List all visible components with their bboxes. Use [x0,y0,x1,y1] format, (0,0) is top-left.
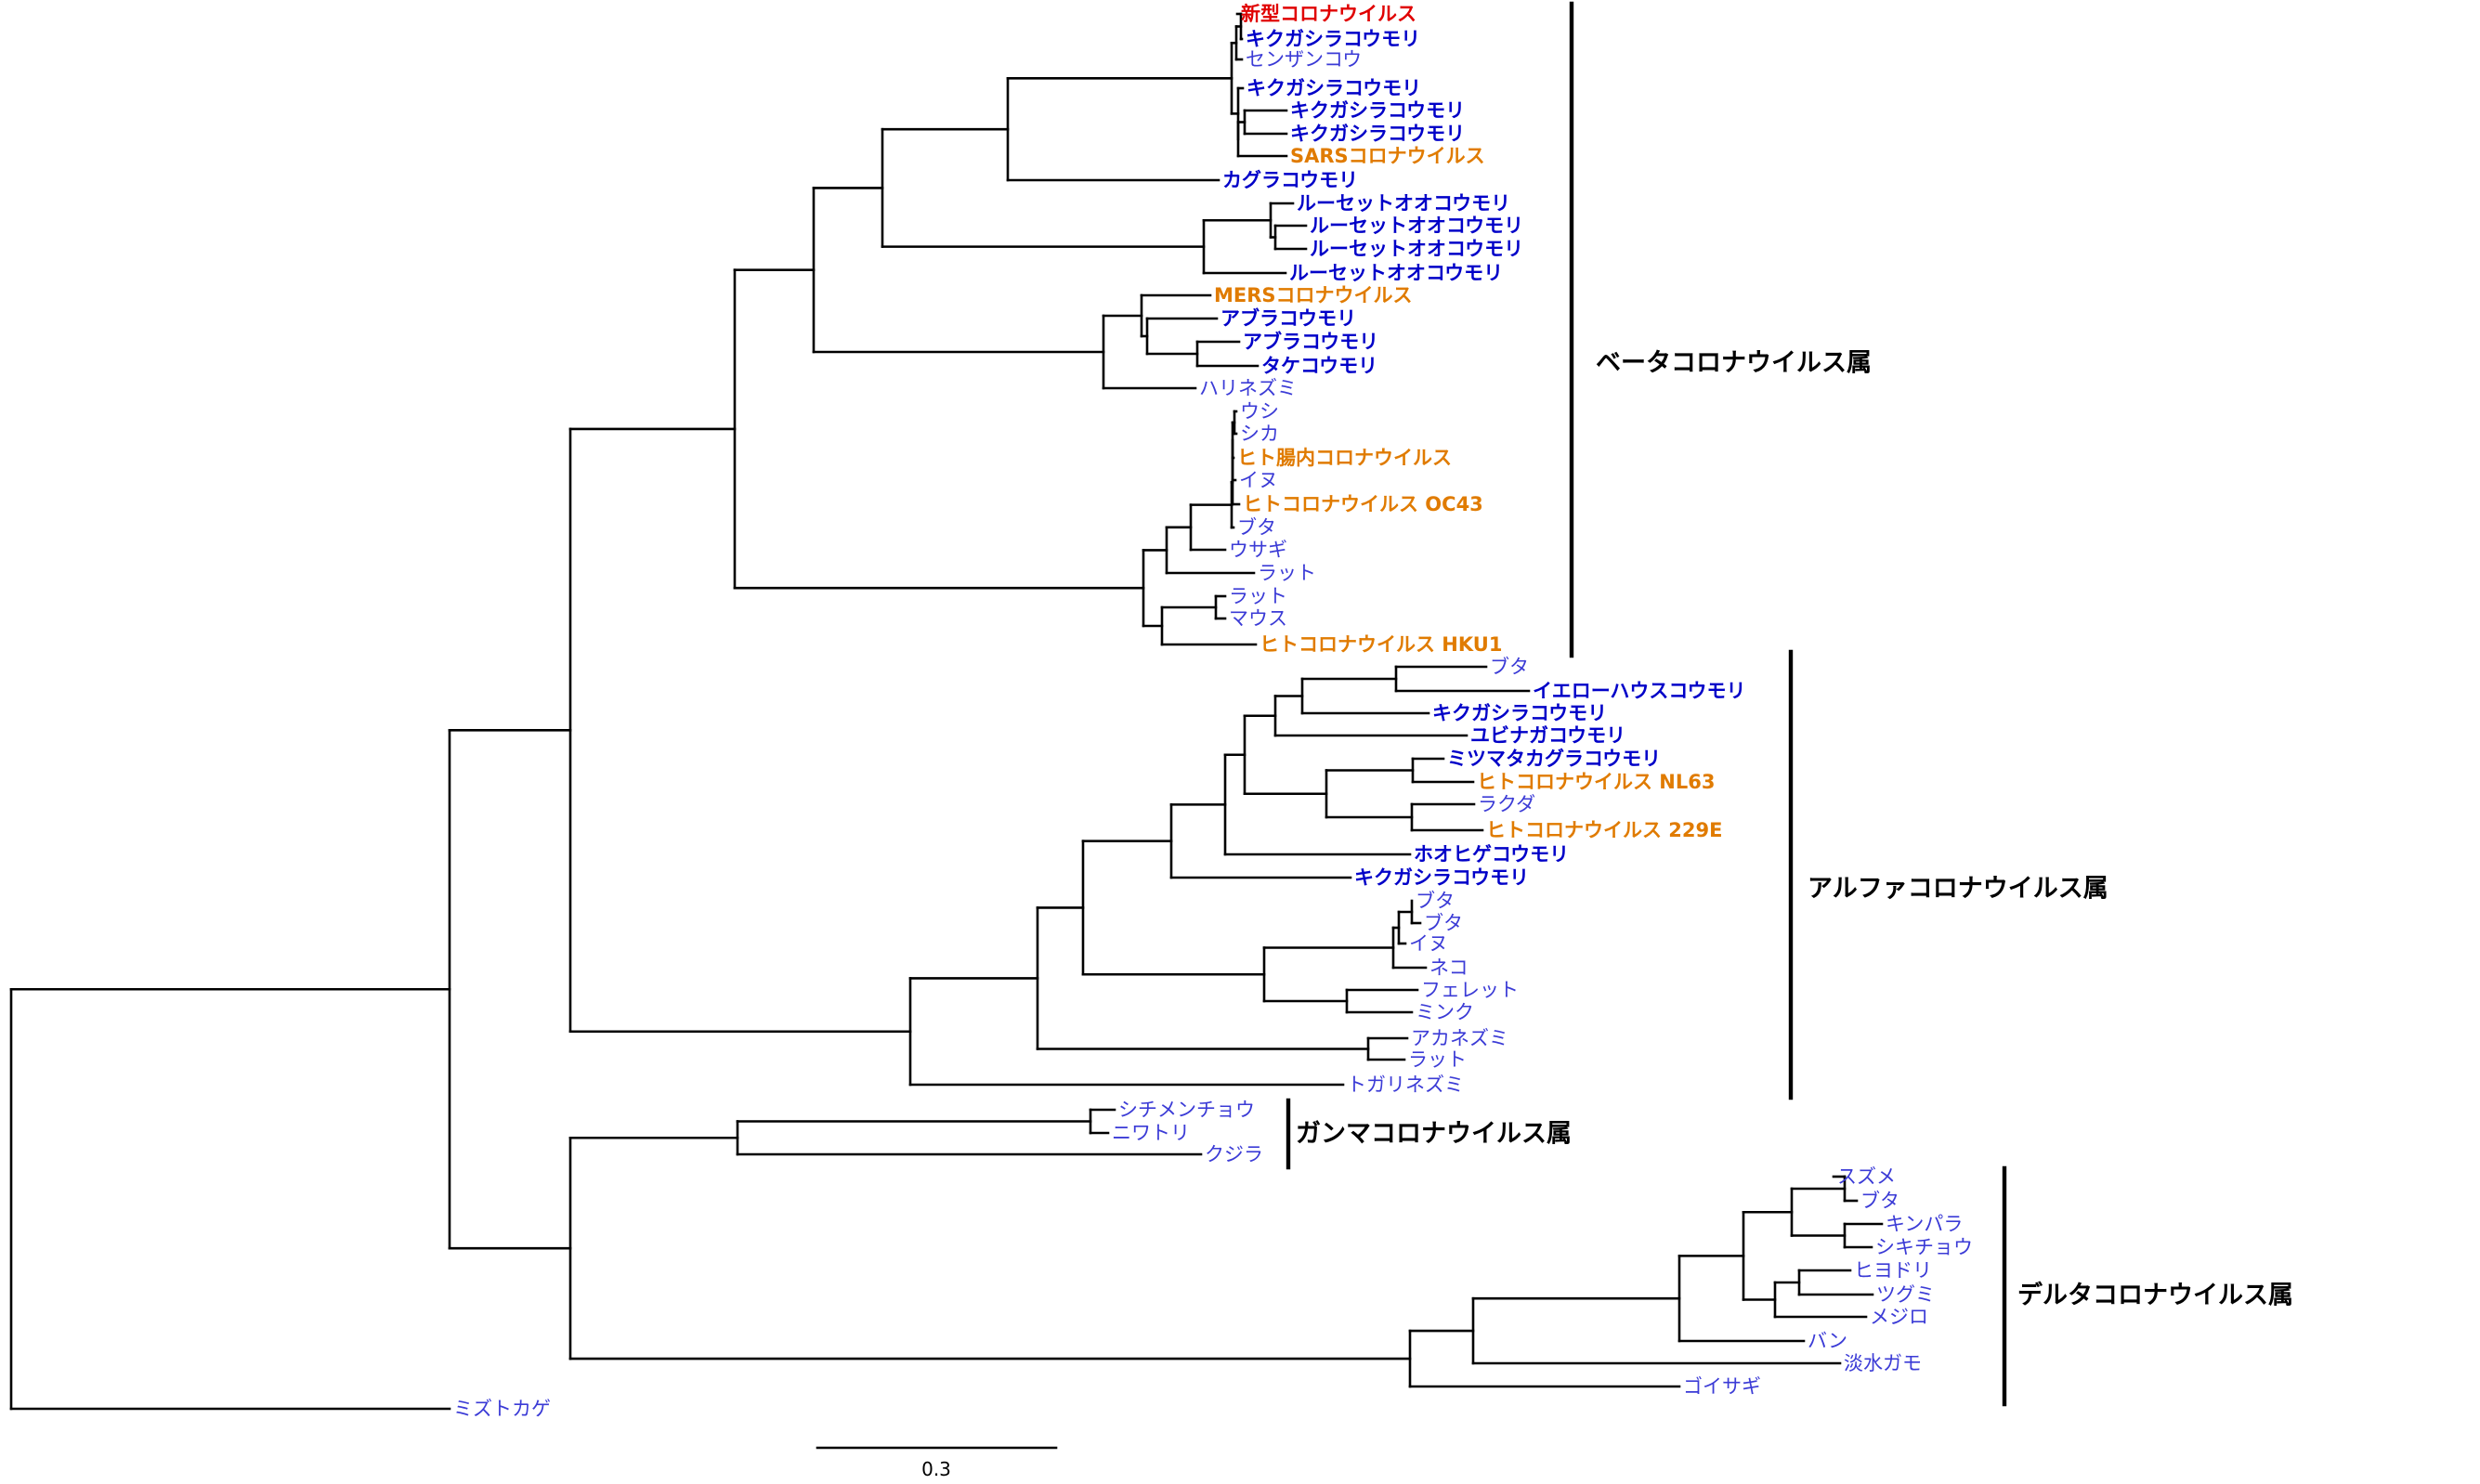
leaf-label: ブタ [1237,516,1276,539]
leaf-label: ミズトカゲ [453,1398,551,1420]
leaf-label: バン [1808,1330,1847,1352]
leaf-label: ゴイサギ [1683,1375,1761,1398]
leaf-label: ニワトリ [1112,1122,1190,1144]
leaf-label: ヒヨドリ [1854,1259,1932,1282]
leaf-label: マウス [1229,607,1287,630]
leaf-label: ヒトコロナウイルス OC43 [1243,493,1483,515]
leaf-label: カグラコウモリ [1222,169,1358,191]
leaf-label: アブラコウモリ [1220,307,1356,330]
leaf-label: シカ [1240,423,1279,445]
leaf-label: ヒト腸内コロナウイルス [1237,447,1452,469]
leaf-label: センザンコウ [1246,48,1362,71]
leaf-label: ホオヒゲコウモリ [1414,843,1569,866]
leaf-label: ブタ [1416,890,1455,912]
leaf-label: ミンク [1416,1001,1474,1023]
leaf-label: ルーセットオオコウモリ [1310,215,1523,237]
leaf-label: キクガシラコウモリ [1354,866,1529,889]
leaf-label: シチメンチョウ [1118,1099,1255,1121]
leaf-label: 新型コロナウイルス [1241,3,1416,25]
leaf-label: イヌ [1409,932,1448,955]
leaf-label: タケコウモリ [1261,355,1377,377]
leaf-label: ブタ [1860,1190,1899,1212]
genus-brackets: ベータコロナウイルス属アルファコロナウイルス属ガンマコロナウイルス属デルタコロナ… [1286,1,2293,1407]
leaf-label: イヌ [1239,469,1278,491]
leaf-label: ブタ [1424,912,1463,934]
genus-label: ガンマコロナウイルス属 [1296,1120,1572,1149]
leaf-label: キクガシラコウモリ [1432,702,1607,724]
leaf-label: ヒトコロナウイルス HKU1 [1260,633,1502,656]
leaf-label: ハリネズミ [1199,377,1297,399]
leaf-label: ヒトコロナウイルス 229E [1486,819,1723,841]
leaf-label: MERSコロナウイルス [1214,284,1413,306]
leaf-label: スズメ [1837,1165,1896,1188]
leaf-label: ラット [1229,585,1287,607]
leaf-label: シキチョウ [1875,1236,1973,1258]
genus-label: アルファコロナウイルス属 [1808,875,2108,904]
leaf-label: ルーセットオオコウモリ [1289,262,1503,284]
tree-branches [9,12,1884,1411]
leaf-label: アカネズミ [1411,1027,1508,1049]
leaf-label: ブタ [1490,656,1529,678]
leaf-label: ラット [1258,562,1316,584]
leaf-label: ウシ [1240,400,1279,423]
leaf-label: ラクダ [1478,793,1535,815]
scale-bar-label: 0.3 [921,1458,951,1480]
leaf-label: ユビナガコウモリ [1470,724,1625,747]
leaf-label: フェレット [1421,979,1519,1001]
leaf-label: ネコ [1429,957,1468,979]
leaf-label: ウサギ [1229,539,1287,561]
leaf-label: SARSコロナウイルス [1290,145,1485,167]
leaf-label: キクガシラコウモリ [1247,77,1421,99]
genus-label: ベータコロナウイルス属 [1596,349,1872,378]
scale-bar: 0.3 [816,1446,1058,1480]
leaf-label: ヒトコロナウイルス NL63 [1477,771,1716,793]
leaf-label: ミツマタカグラコウモリ [1447,748,1661,770]
leaf-label: キンパラ [1886,1213,1963,1235]
leaf-label: クジラ [1205,1143,1263,1165]
leaf-label: ルーセットオオコウモリ [1297,192,1510,215]
leaf-label: キクガシラコウモリ [1246,28,1420,50]
leaf-label: キクガシラコウモリ [1290,123,1465,145]
leaf-label: アブラコウモリ [1243,331,1378,353]
genus-label: デルタコロナウイルス属 [2017,1281,2293,1310]
leaf-label: キクガシラコウモリ [1290,99,1465,122]
leaf-label: イエローハウスコウモリ [1533,680,1746,702]
leaf-label: ツグミ [1876,1283,1935,1306]
leaf-label: ルーセットオオコウモリ [1310,238,1523,260]
leaf-label: メジロ [1870,1306,1928,1328]
leaf-label: ラット [1408,1048,1467,1071]
leaf-label: トガリネズミ [1347,1074,1464,1096]
leaf-labels: 新型コロナウイルスキクガシラコウモリセンザンコウキクガシラコウモリキクガシラコウ… [453,3,1973,1420]
leaf-label: 淡水ガモ [1844,1352,1922,1374]
